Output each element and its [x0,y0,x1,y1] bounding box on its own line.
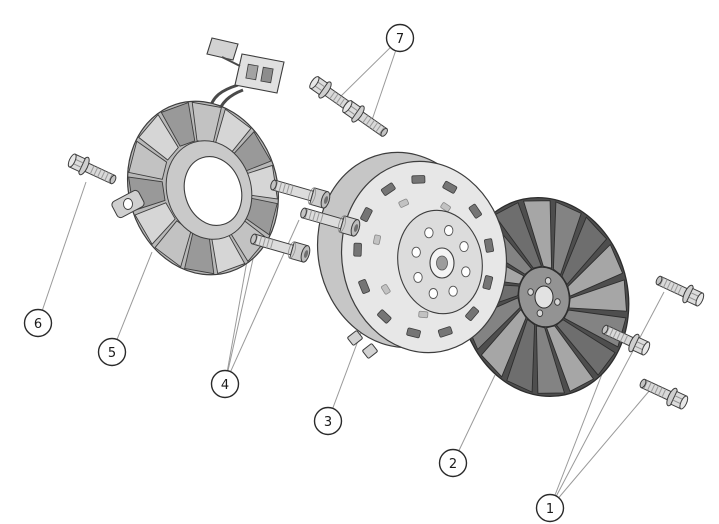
flange-bolt [655,275,705,307]
leader-line-5 [111,251,153,353]
callout-1[interactable]: 1 [535,493,565,523]
leader-line-7 [337,37,401,100]
leader-line-1 [549,291,665,509]
callout-2[interactable]: 2 [438,448,468,478]
socket-head-bolt [270,179,331,209]
callout-5[interactable]: 5 [97,337,127,367]
socket-head-bolt [250,233,311,263]
callout-number: 5 [108,346,116,361]
leader-line-4 [224,243,251,385]
callout-7[interactable]: 7 [385,23,415,53]
parts [67,37,705,410]
callout-bubble[interactable] [535,493,565,523]
callout-4[interactable]: 4 [210,369,240,399]
callout-bubble[interactable] [210,369,240,399]
stator-wiring-connector [206,37,285,117]
callout-6[interactable]: 6 [23,308,53,338]
callout-bubble[interactable] [23,308,53,338]
fasteners [67,76,705,410]
flange-bolt [342,100,388,137]
flange-bolt [67,153,117,185]
callout-bubble[interactable] [385,23,415,53]
callout-bubble[interactable] [97,337,127,367]
callout-number: 3 [324,415,332,430]
flange-bolt [639,378,689,410]
callout-number: 2 [449,457,457,472]
leader-line-1 [549,389,651,509]
leader-line-2 [452,374,496,464]
socket-head-bolt [300,207,361,237]
callouts: 1 2 3 4 5 6 7 [23,23,565,523]
leader-lines [37,37,665,509]
stator-assembly [111,100,280,276]
callout-bubble[interactable] [438,448,468,478]
callout-bubble[interactable] [313,406,343,436]
leader-line-7 [370,37,401,124]
callout-number: 4 [221,378,229,393]
callout-number: 6 [34,317,42,332]
flywheel-rotor [316,151,508,359]
callout-number: 1 [546,502,554,517]
callout-3[interactable]: 3 [313,406,343,436]
flange-bolt [601,324,651,356]
callout-number: 7 [396,32,404,47]
leader-line-6 [37,181,87,324]
leader-line-3 [327,329,363,422]
